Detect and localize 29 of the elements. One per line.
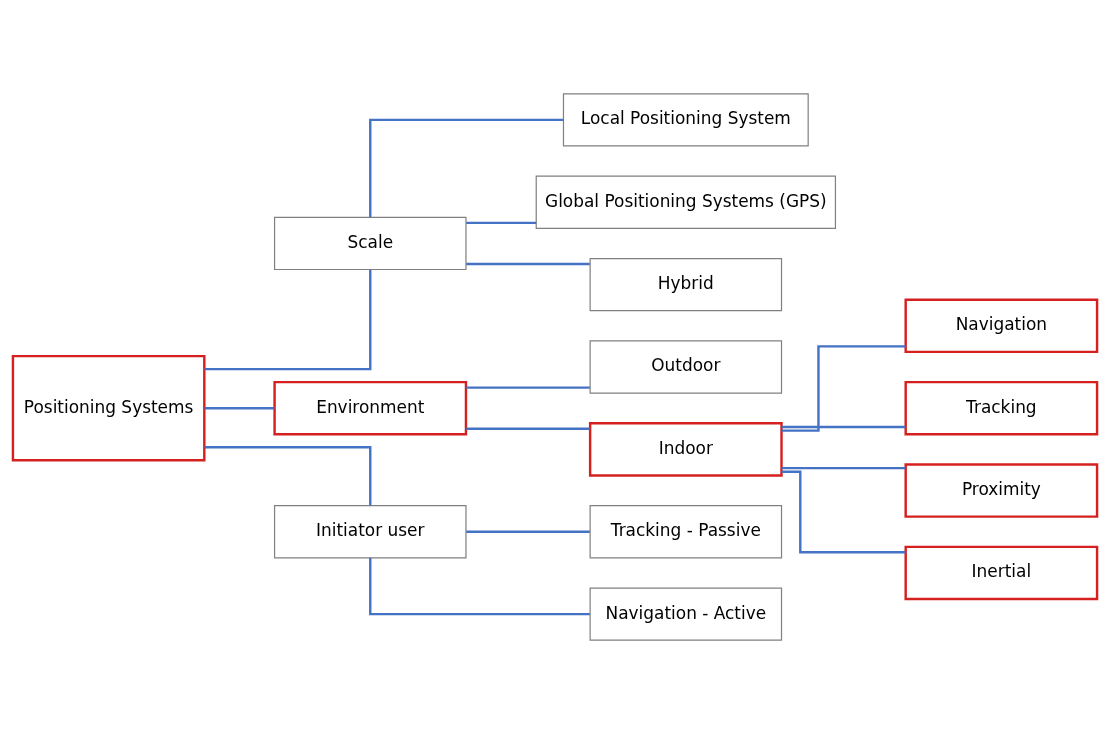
connector <box>781 345 906 432</box>
node-box: Navigation - Active <box>589 587 783 641</box>
node-box: Global Positioning Systems (GPS) <box>535 175 837 229</box>
node-box: Tracking <box>904 380 1099 436</box>
connector <box>369 118 564 218</box>
node-box: Local Positioning System <box>562 93 809 147</box>
connector <box>466 221 537 225</box>
connector <box>369 557 590 616</box>
connector <box>781 425 906 429</box>
connector <box>781 470 906 554</box>
node-box: Environment <box>273 380 468 436</box>
node-box: Outdoor <box>589 340 783 394</box>
node-box: Positioning Systems <box>11 354 206 462</box>
node-box: Scale <box>273 216 467 271</box>
node-box: Hybrid <box>589 258 783 312</box>
connector <box>466 386 590 389</box>
connector <box>781 466 906 470</box>
connector <box>204 269 372 371</box>
node-box: Tracking - Passive <box>589 505 783 559</box>
connector <box>466 262 590 266</box>
connector <box>204 446 372 506</box>
node-box: Indoor <box>588 422 783 477</box>
connector <box>204 407 275 410</box>
connector <box>466 530 590 533</box>
connector <box>466 427 590 430</box>
node-box: Inertial <box>904 545 1099 601</box>
node-box: Navigation <box>904 298 1099 354</box>
node-box: Proximity <box>904 463 1099 518</box>
node-box: Initiator user <box>273 505 467 559</box>
